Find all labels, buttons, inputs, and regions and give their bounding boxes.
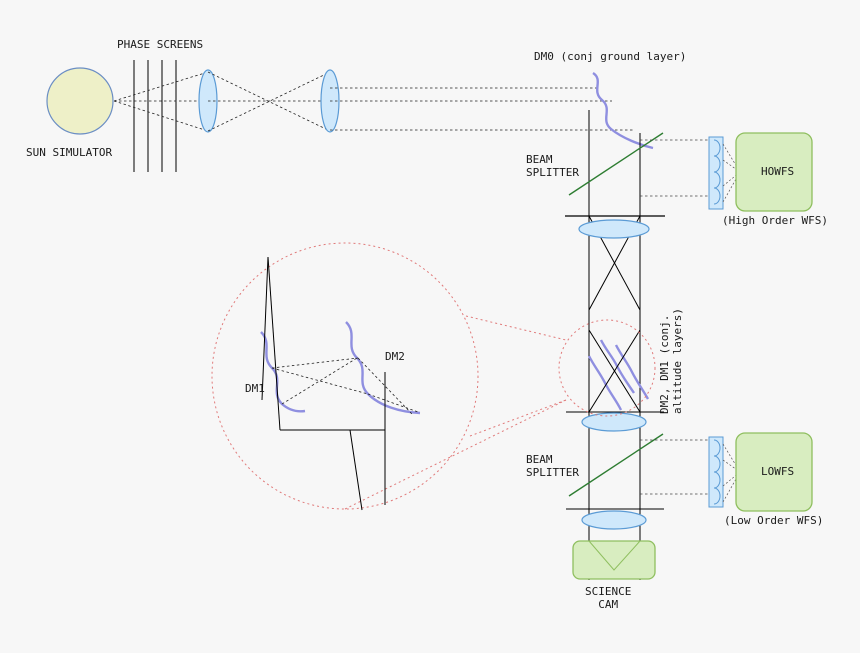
lowfs-lenslet-array xyxy=(708,436,741,508)
beam-splitter-2-surface xyxy=(568,433,664,497)
label-howfs-sub: (High Order WFS) xyxy=(722,214,828,227)
label-dm0: DM0 (conj ground layer) xyxy=(534,50,687,63)
callout-contents xyxy=(260,256,421,511)
beam-splitter-1-surface xyxy=(568,132,664,196)
beam-rays-crossover xyxy=(207,71,331,132)
label-beam-splitter-1: BEAM SPLITTER xyxy=(526,153,579,179)
label-lowfs: LOWFS xyxy=(761,465,795,478)
beam-to-lowfs xyxy=(640,439,712,495)
label-sun-simulator: SUN SIMULATOR xyxy=(26,146,113,159)
lowfs-detector xyxy=(735,432,813,512)
lens-3 xyxy=(565,215,665,239)
label-dm-altitude-layers: DM2, DM1 (conj. altitude layers) xyxy=(658,308,684,414)
label-dm2: DM2 xyxy=(385,350,405,363)
label-dm1: DM1 xyxy=(245,382,265,395)
dm2-mirror-surface xyxy=(345,321,421,415)
label-lowfs-sub: (Low Order WFS) xyxy=(724,514,824,527)
beam-vertical-main xyxy=(588,110,641,580)
callout-zoom-region xyxy=(211,242,656,510)
beam-rays-source xyxy=(113,71,209,132)
phase-screens-group xyxy=(133,60,177,172)
label-phase-screens: PHASE SCREENS xyxy=(117,38,204,51)
lens-5 xyxy=(566,508,664,530)
label-beam-splitter-2: BEAM SPLITTER xyxy=(526,453,579,479)
sun-simulator-source xyxy=(46,67,114,135)
science-cam xyxy=(572,540,656,580)
dm0-mirror-surface xyxy=(592,71,654,150)
label-howfs: HOWFS xyxy=(761,165,795,178)
beam-collimated-to-dm0 xyxy=(330,87,635,131)
howfs-detector xyxy=(735,132,813,212)
dm-altitude-mirrors xyxy=(587,339,650,411)
beam-to-howfs xyxy=(640,139,712,197)
lens-4 xyxy=(566,411,664,432)
dm1-mirror-surface xyxy=(260,331,306,413)
label-science-cam: SCIENCE CAM xyxy=(585,585,632,611)
beam-focus-cross-lower xyxy=(588,329,641,413)
